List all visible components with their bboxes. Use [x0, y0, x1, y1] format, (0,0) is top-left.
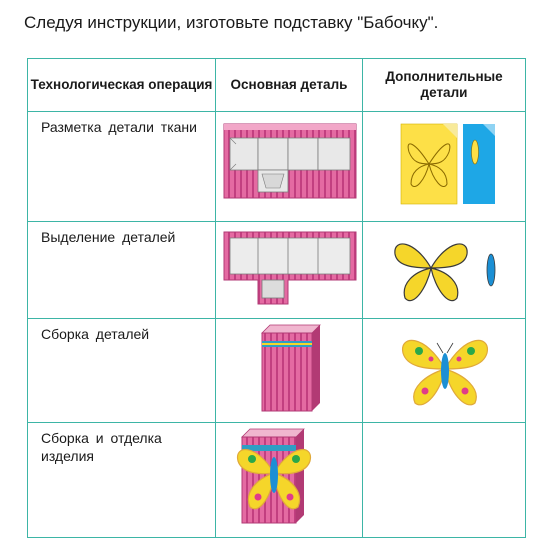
main-part-cell — [215, 318, 363, 423]
main-part-cell — [215, 111, 363, 222]
table-row: Сборка деталей — [27, 318, 526, 423]
header-operation: Технологическая операция — [27, 58, 216, 112]
header-main-part: Основная деталь — [215, 58, 363, 112]
main-part-cell — [215, 221, 363, 319]
operation-cell: Выделение деталей — [27, 221, 216, 319]
finished-butterfly-stand-image — [236, 428, 312, 524]
instruction-text: Следуя инструкции, изготовьте подставку … — [24, 13, 439, 32]
extra-parts-cell — [362, 221, 526, 319]
assembled-butterfly-image — [402, 339, 488, 406]
table-row: Разметка детали ткани — [27, 111, 526, 222]
table-row: Сборка и отделка изделия — [27, 422, 526, 538]
operation-cell: Сборка и отделка изделия — [27, 422, 216, 538]
marked-fabric-box-net-image — [223, 123, 357, 199]
table-header-row: Технологическая операция Основная деталь… — [27, 58, 526, 112]
operations-table: Технологическая операция Основная деталь… — [27, 58, 526, 538]
operation-cell: Сборка деталей — [27, 318, 216, 423]
cut-butterfly-wings-and-body-image — [394, 243, 496, 302]
header-extra-parts: Дополнительные детали — [362, 58, 526, 112]
extra-parts-cell-empty — [362, 422, 526, 538]
main-part-cell — [215, 422, 363, 538]
extra-parts-cell — [362, 318, 526, 423]
operation-cell: Разметка детали ткани — [27, 111, 216, 222]
cut-fabric-box-net-image — [223, 231, 357, 305]
butterfly-template-on-paper-image — [400, 123, 495, 205]
table-row: Выделение деталей — [27, 221, 526, 319]
extra-parts-cell — [362, 111, 526, 222]
assembled-box-image — [261, 324, 321, 412]
